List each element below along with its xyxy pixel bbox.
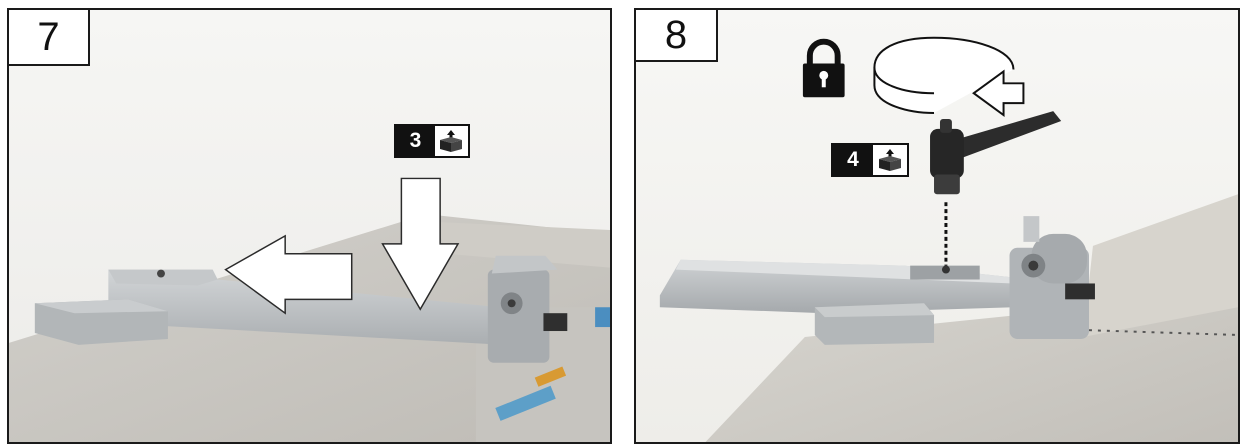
screw-hole <box>941 265 950 274</box>
badge-number: 3 <box>396 126 435 156</box>
fence-stop-bolt-center <box>507 299 516 308</box>
machine-label-orange <box>534 366 567 387</box>
step-number-box: 7 <box>9 10 90 66</box>
fence-stop-clamp <box>543 313 568 332</box>
step-7-illustration <box>9 10 610 442</box>
substep-badge-3: 3 <box>394 124 470 158</box>
substep-badge-4: 4 <box>831 143 909 177</box>
step-number-box: 8 <box>636 10 718 62</box>
fence-bar <box>108 269 541 347</box>
table-surface-right <box>1083 194 1238 337</box>
fence-screw <box>157 269 165 278</box>
fence-stop-clamp <box>1065 283 1095 300</box>
table-edge <box>436 222 610 268</box>
unpack-box-icon <box>434 126 468 156</box>
fence-stop-roller <box>1031 233 1088 284</box>
lock-icon <box>802 38 845 98</box>
fence-bar-top <box>108 269 218 286</box>
fence-stop-bracket <box>1023 216 1040 242</box>
ruler-scale <box>1053 328 1238 336</box>
badge-number: 4 <box>833 145 873 175</box>
machine-side-blue <box>595 307 610 328</box>
fence-stop-bolt-center <box>1028 260 1039 271</box>
step-8-illustration <box>636 10 1238 442</box>
unpack-box-icon <box>873 145 907 175</box>
machine-label-blue <box>495 385 556 421</box>
slide-left-arrow-icon <box>224 234 353 315</box>
step-7-panel: 7 3 <box>7 8 612 444</box>
step-number: 7 <box>37 15 60 59</box>
fence-end-block-top <box>814 303 935 318</box>
fence-stop-top <box>491 255 558 274</box>
step-number: 8 <box>664 13 688 57</box>
fence-stop-housing <box>487 269 550 363</box>
clamping-lever-icon <box>930 111 1062 195</box>
step-8-panel: 8 4 <box>634 8 1240 444</box>
rotate-arrow-icon <box>873 36 1025 117</box>
press-down-arrow-icon <box>381 177 460 311</box>
fence-end-block-top <box>34 299 168 314</box>
